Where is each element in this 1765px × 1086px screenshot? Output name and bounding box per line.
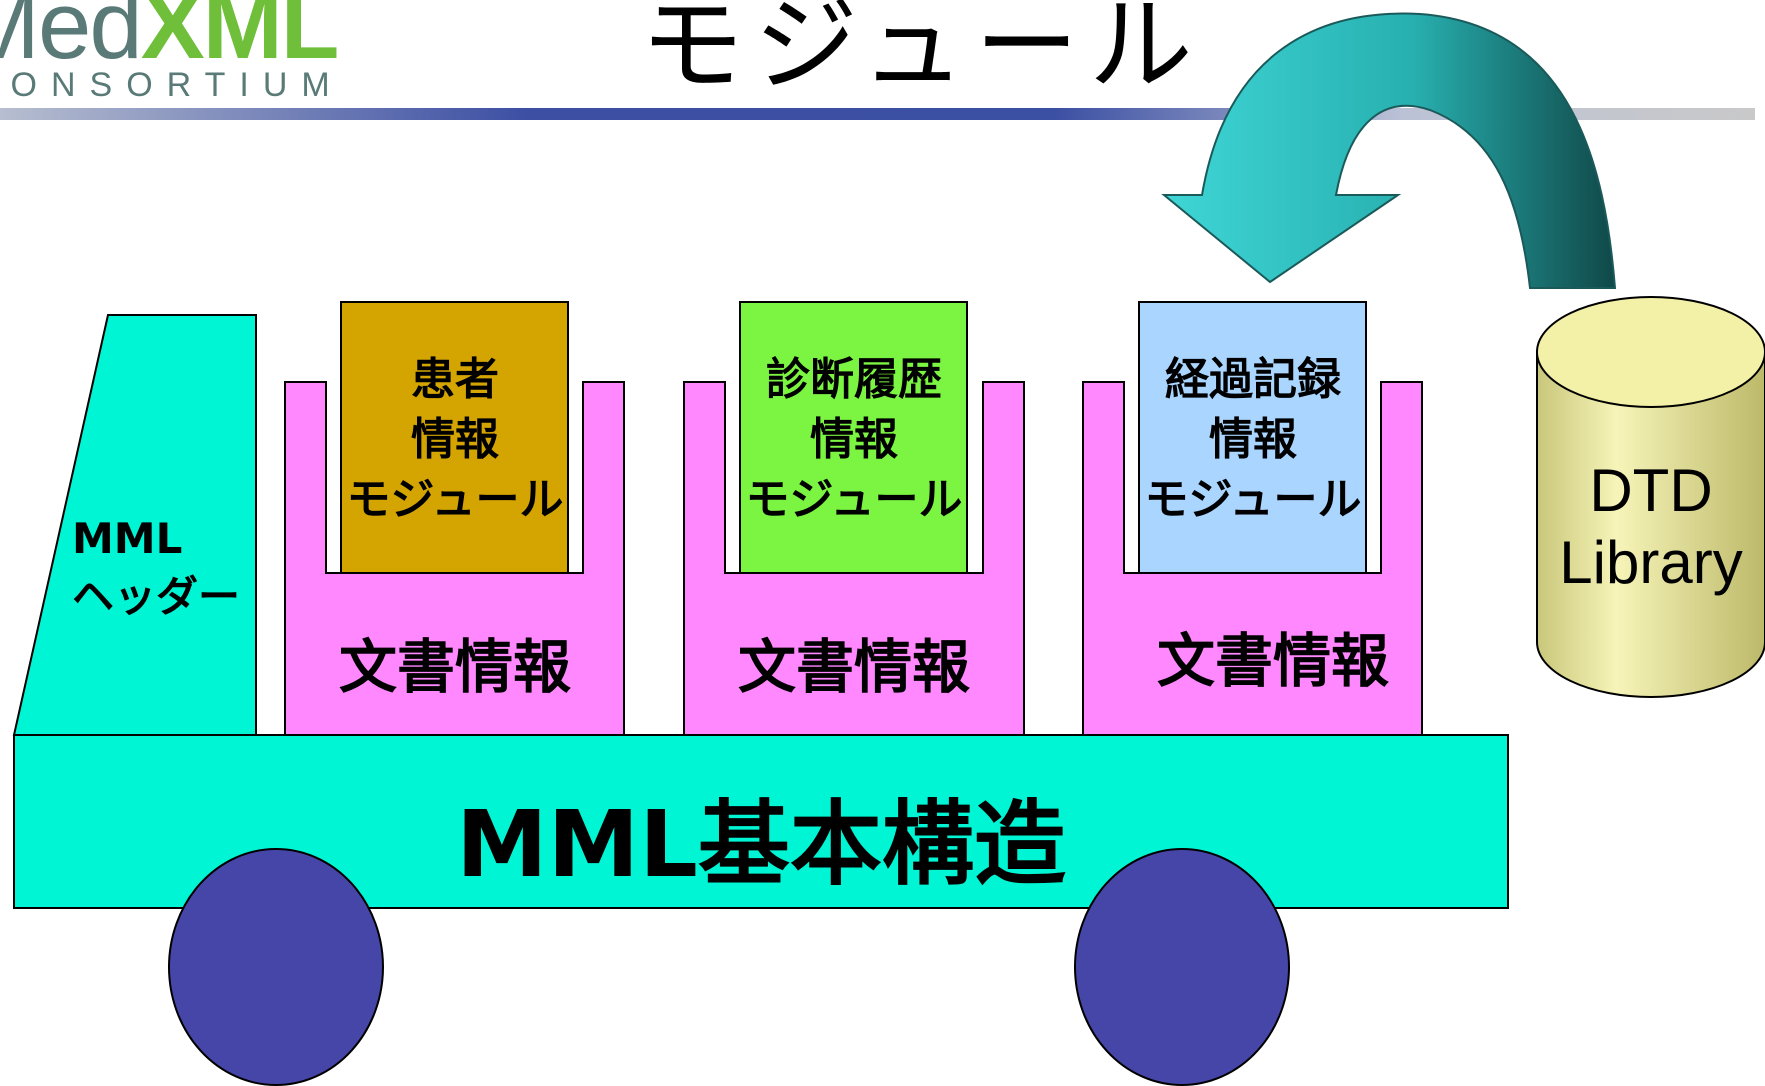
module-label-2-text: 診断履歴 情報 モジュール xyxy=(745,354,963,525)
module-label-2: 診断履歴 情報 モジュール xyxy=(734,350,974,530)
wheel-left xyxy=(168,848,384,1086)
dtd-library-cylinder xyxy=(1536,296,1765,698)
wheel-right xyxy=(1074,848,1290,1086)
module-box-3 xyxy=(1138,301,1367,574)
dtd-library-label: DTD Library xyxy=(1537,455,1765,599)
logo: MedXML xyxy=(0,0,339,74)
dtd-library-label-text: DTD Library xyxy=(1559,457,1743,596)
module-label-1-text: 患者 情報 モジュール xyxy=(346,354,564,525)
cab-label-text: MML ヘッダー xyxy=(72,514,241,621)
logo-subtitle: CONSORTIUM xyxy=(0,66,344,104)
doc-info-label-3: 文書情報 xyxy=(1156,627,1389,695)
module-label-1: 患者 情報 モジュール xyxy=(335,350,575,530)
logo-xml-text: XML xyxy=(140,0,340,79)
curved-arrow-icon xyxy=(1161,12,1617,289)
document-container-2 xyxy=(683,381,1025,736)
doc-info-label-2: 文書情報 xyxy=(737,633,970,701)
module-box-1 xyxy=(340,301,569,574)
module-label-3-text: 経過記録 情報 モジュール xyxy=(1144,354,1362,525)
logo-med-text: Med xyxy=(0,0,143,79)
document-container-1 xyxy=(284,381,625,736)
base-structure-label: MML基本構造 xyxy=(456,791,1066,898)
module-label-3: 経過記録 情報 モジュール xyxy=(1133,350,1373,530)
page-title: モジュール xyxy=(640,0,1203,106)
cab-label: MML ヘッダー xyxy=(72,510,240,626)
module-box-2 xyxy=(739,301,968,574)
doc-info-label-1: 文書情報 xyxy=(338,633,571,701)
document-container-3 xyxy=(1082,381,1423,736)
